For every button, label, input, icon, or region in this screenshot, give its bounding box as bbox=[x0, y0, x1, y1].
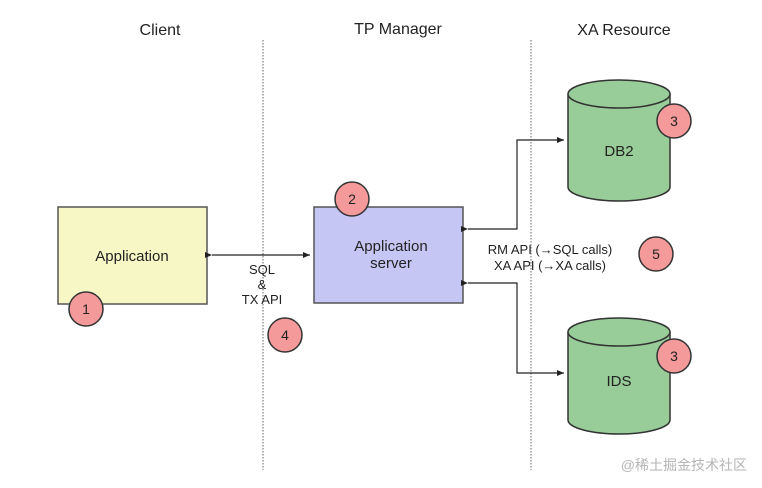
xa-api-label: XA API (→XA calls) bbox=[494, 258, 606, 273]
ampersand-label: & bbox=[258, 277, 267, 292]
column-header-client: Client bbox=[140, 22, 181, 39]
step-marker-1: 1 bbox=[68, 291, 104, 327]
step-marker-5: 5 bbox=[638, 236, 674, 272]
rm-api-label: RM API (→SQL calls) bbox=[488, 242, 612, 257]
svg-text:1: 1 bbox=[82, 301, 90, 317]
svg-text:3: 3 bbox=[670, 348, 678, 364]
tx-api-label: TX API bbox=[242, 292, 282, 307]
watermark: @稀土掘金技术社区 bbox=[621, 457, 747, 473]
application-server-label-line1: Application bbox=[354, 238, 427, 255]
svg-text:5: 5 bbox=[652, 246, 660, 262]
ids-cylinder bbox=[567, 317, 671, 435]
application-label: Application bbox=[95, 248, 168, 265]
ids-label: IDS bbox=[606, 373, 631, 390]
db2-cylinder bbox=[567, 79, 671, 202]
step-marker-2: 2 bbox=[334, 181, 370, 217]
step-marker-3-ids: 3 bbox=[656, 338, 692, 374]
db2-label: DB2 bbox=[604, 143, 633, 160]
application-server-box bbox=[313, 206, 464, 304]
column-header-tp-manager: TP Manager bbox=[354, 21, 442, 38]
step-marker-4: 4 bbox=[267, 317, 303, 353]
sql-label: SQL bbox=[249, 262, 275, 277]
server-ids-connector bbox=[461, 280, 564, 376]
application-box bbox=[57, 206, 208, 305]
svg-text:4: 4 bbox=[281, 327, 289, 343]
step-marker-3-db2: 3 bbox=[656, 103, 692, 139]
svg-text:2: 2 bbox=[348, 191, 356, 207]
svg-text:3: 3 bbox=[670, 113, 678, 129]
server-db2-connector bbox=[461, 137, 564, 232]
column-header-xa-resource: XA Resource bbox=[577, 22, 670, 39]
application-server-label-line2: server bbox=[370, 255, 412, 272]
